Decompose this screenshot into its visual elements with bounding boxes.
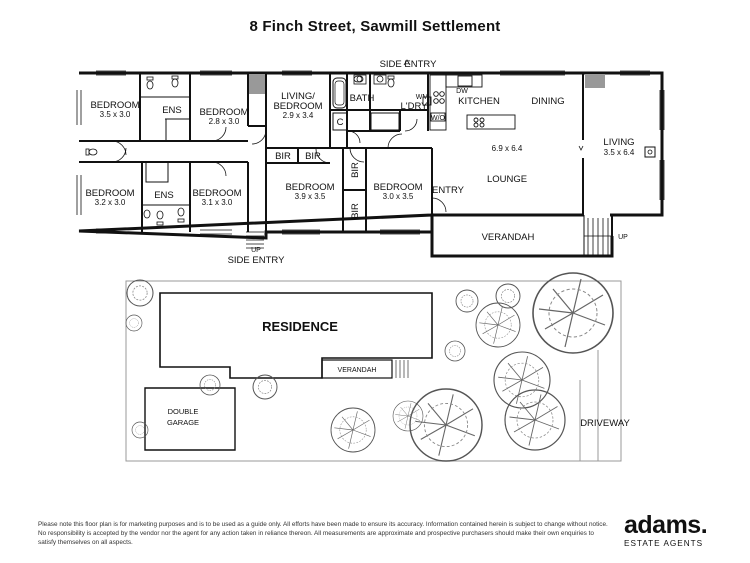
plan-title: 8 Finch Street, Sawmill Settlement <box>249 18 501 35</box>
room-bedroom-3-size: 3.2 x 3.0 <box>95 198 126 207</box>
bathroom-fixtures <box>85 74 395 226</box>
driveway-label: DRIVEWAY <box>580 418 630 429</box>
verandah-stairs <box>584 218 612 256</box>
room-verandah-name: VERANDAH <box>482 232 535 243</box>
room-living-bedroom-size: 2.9 x 3.4 <box>283 111 314 120</box>
kitchen-benches <box>422 74 516 131</box>
wo-label: W/O <box>431 115 446 122</box>
room-bedroom-6-name: BEDROOM <box>373 182 422 193</box>
room-dining-name: DINING <box>531 96 564 107</box>
room-bedroom-2-name: BEDROOM <box>199 107 248 118</box>
site-verandah-label: VERANDAH <box>338 367 377 374</box>
room-living-bedroom-name: LIVING/ <box>281 91 315 102</box>
side-entry-label-bottom: SIDE ENTRY <box>228 255 286 266</box>
floor-plan: BEDROOM 3.5 x 3.0 ENS BEDROOM 2.8 x 3.0 … <box>76 59 665 266</box>
room-bedroom-1-name: BEDROOM <box>90 100 139 111</box>
bir-label-2: BIR <box>305 151 321 162</box>
garage-label-line2: GARAGE <box>167 418 199 427</box>
room-living-2-size: 3.5 x 6.4 <box>604 148 635 157</box>
room-living-bedroom-name2: BEDROOM <box>273 101 322 112</box>
wm-label: WM <box>416 94 429 101</box>
room-bedroom-3-name: BEDROOM <box>85 188 134 199</box>
room-ensuite-1-name: ENS <box>162 105 182 116</box>
room-bedroom-5-size: 3.9 x 3.5 <box>295 192 326 201</box>
room-bedroom-1-size: 3.5 x 3.0 <box>100 110 131 119</box>
room-lounge-name: LOUNGE <box>487 174 527 185</box>
room-bedroom-6-size: 3.0 x 3.5 <box>383 192 414 201</box>
room-bath-name: BATH <box>350 93 375 104</box>
bir-label-3: BIR <box>350 162 361 178</box>
garage-outline <box>144 387 236 451</box>
up-label-verandah: UP <box>618 234 628 241</box>
disclaimer-text: Please note this floor plan is for marke… <box>38 521 608 546</box>
residence-outline <box>159 292 433 379</box>
site-boundary <box>125 280 622 462</box>
room-lounge-size: 6.9 x 6.4 <box>492 144 523 153</box>
dw-label: DW <box>456 88 468 95</box>
residence-label: RESIDENCE <box>262 319 338 334</box>
door-swings <box>111 118 447 213</box>
room-bedroom-2-size: 2.8 x 3.0 <box>209 117 240 126</box>
room-bedroom-5-name: BEDROOM <box>285 182 334 193</box>
cupboard-label: C <box>337 117 344 128</box>
side-entry-label-top: SIDE ENTRY <box>380 59 438 70</box>
brand-tagline: ESTATE AGENTS <box>624 539 704 548</box>
site-plan: RESIDENCE VERANDAH DOUBLE GARAGE DRIVEWA… <box>125 272 630 462</box>
garage-label-line1: DOUBLE <box>168 407 199 416</box>
room-ensuite-2-name: ENS <box>154 190 174 201</box>
room-kitchen-name: KITCHEN <box>458 96 500 107</box>
bir-label-4: BIR <box>350 203 361 219</box>
room-living-2-name: LIVING <box>603 137 634 148</box>
brand-name: adams. <box>624 511 708 539</box>
side-entry-stairs <box>246 231 264 249</box>
room-laundry-name: L'DRY <box>401 101 429 112</box>
room-bedroom-4-size: 3.1 x 3.0 <box>202 198 233 207</box>
brand-logo: adams. ESTATE AGENTS <box>624 512 724 548</box>
bir-label-1: BIR <box>275 151 291 162</box>
room-bedroom-4-name: BEDROOM <box>192 188 241 199</box>
room-entry-name: ENTRY <box>432 185 465 196</box>
up-label-side: UP <box>251 247 261 254</box>
